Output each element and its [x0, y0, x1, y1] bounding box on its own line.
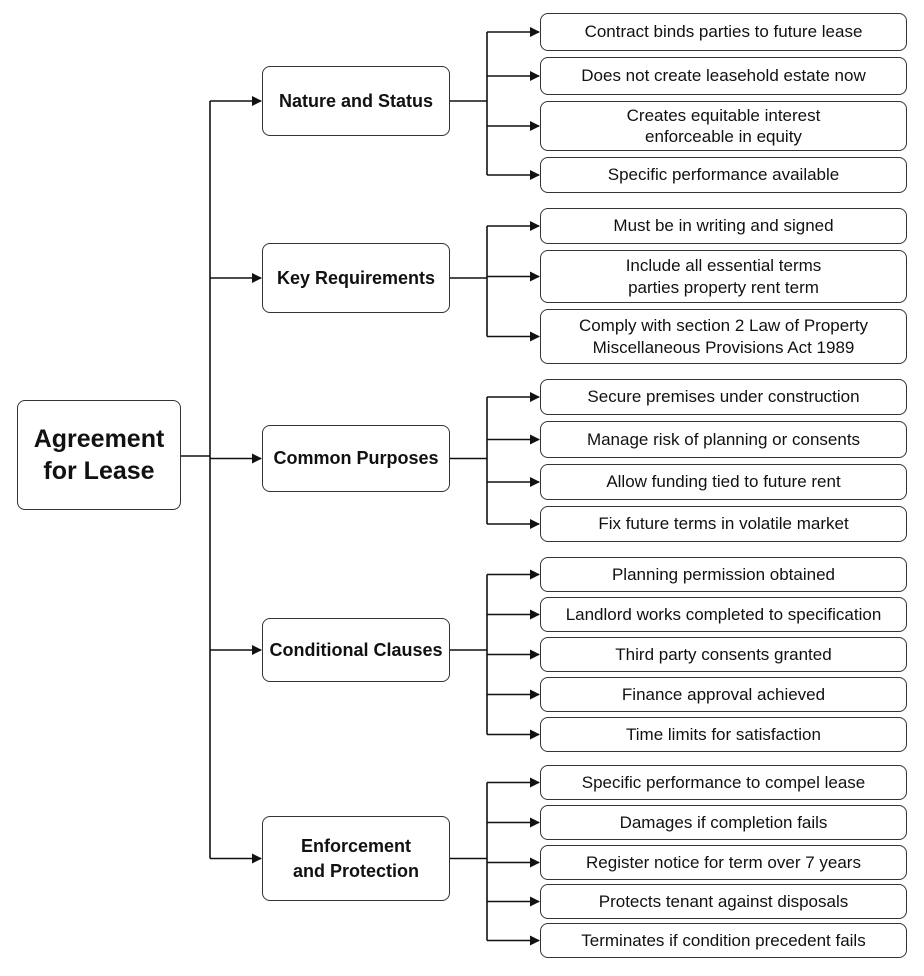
root-label-line-2: for Lease	[43, 457, 155, 485]
leaf-label-line: parties property rent term	[628, 277, 819, 297]
leaf-label-line: Miscellaneous Provisions Act 1989	[592, 337, 855, 357]
leaf-node: Planning permission obtained	[540, 557, 907, 592]
leaf-label-line: Finance approval achieved	[621, 684, 826, 704]
root-label-line-1: Agreement	[33, 424, 165, 453]
leaf-node: Terminates if condition precedent fails	[540, 923, 907, 958]
leaf-node: Specific performance available	[540, 157, 907, 193]
branch-label-line: Enforcement	[300, 836, 411, 857]
branch-label-line: Conditional Clauses	[269, 639, 443, 660]
leaf-node: Allow funding tied to future rent	[540, 464, 907, 500]
branch-node: Conditional Clauses	[262, 618, 450, 682]
leaf-label-line: Register notice for term over 7 years	[586, 852, 861, 872]
leaf-label-line: Specific performance available	[607, 165, 840, 185]
leaf-node: Register notice for term over 7 years	[540, 845, 907, 880]
leaf-node: Damages if completion fails	[540, 805, 907, 840]
branch-node: Common Purposes	[262, 425, 450, 492]
branch-label-line: Common Purposes	[273, 448, 439, 469]
leaf-node: Contract binds parties to future lease	[540, 13, 907, 51]
leaf-node: Protects tenant against disposals	[540, 884, 907, 919]
leaf-node: Manage risk of planning or consents	[540, 421, 907, 458]
leaf-label-line: Must be in writing and signed	[613, 216, 834, 236]
root-node: Agreement for Lease	[17, 400, 181, 510]
leaf-node: Does not create leasehold estate now	[540, 57, 907, 95]
leaf-node: Finance approval achieved	[540, 677, 907, 712]
leaf-label-line: Terminates if condition precedent fails	[581, 930, 866, 950]
leaf-node: Must be in writing and signed	[540, 208, 907, 244]
leaf-label-line: Include all essential terms	[625, 256, 822, 276]
branch-node: Enforcement and Protection	[262, 816, 450, 901]
leaf-label-line: Allow funding tied to future rent	[606, 472, 841, 492]
leaf-node: Creates equitable interest enforceable in…	[540, 101, 907, 151]
branch-node: Nature and Status	[262, 66, 450, 136]
leaf-label-line: Creates equitable interest	[626, 105, 821, 125]
leaf-node: Third party consents granted	[540, 637, 907, 672]
branch-label-line: and Protection	[292, 860, 419, 881]
leaf-label-line: Damages if completion fails	[619, 812, 828, 832]
leaf-label-line: Manage risk of planning or consents	[586, 429, 861, 449]
leaf-label-line: Does not create leasehold estate now	[581, 66, 866, 86]
leaf-label-line: Specific performance to compel lease	[581, 772, 866, 792]
leaf-node: Time limits for satisfaction	[540, 717, 907, 752]
leaf-node: Landlord works completed to specificatio…	[540, 597, 907, 632]
branch-label-line: Nature and Status	[278, 90, 434, 111]
leaf-label-line: Planning permission obtained	[611, 564, 836, 584]
leaf-label-line: Landlord works completed to specificatio…	[565, 604, 882, 624]
leaf-label-line: Contract binds parties to future lease	[584, 22, 863, 42]
leaf-label-line: Third party consents granted	[615, 644, 832, 664]
leaf-node: Secure premises under construction	[540, 379, 907, 415]
leaf-label-line: Comply with section 2 Law of Property	[578, 316, 869, 336]
leaf-label-line: Protects tenant against disposals	[598, 891, 849, 911]
leaf-node: Specific performance to compel lease	[540, 765, 907, 800]
leaf-node: Fix future terms in volatile market	[540, 506, 907, 542]
leaf-label-line: enforceable in equity	[645, 127, 802, 146]
branch-label-line: Key Requirements	[276, 267, 436, 288]
leaf-label-line: Secure premises under construction	[587, 387, 860, 407]
leaf-label-line: Time limits for satisfaction	[626, 724, 821, 744]
leaf-label-line: Fix future terms in volatile market	[598, 514, 849, 534]
branch-node: Key Requirements	[262, 243, 450, 313]
